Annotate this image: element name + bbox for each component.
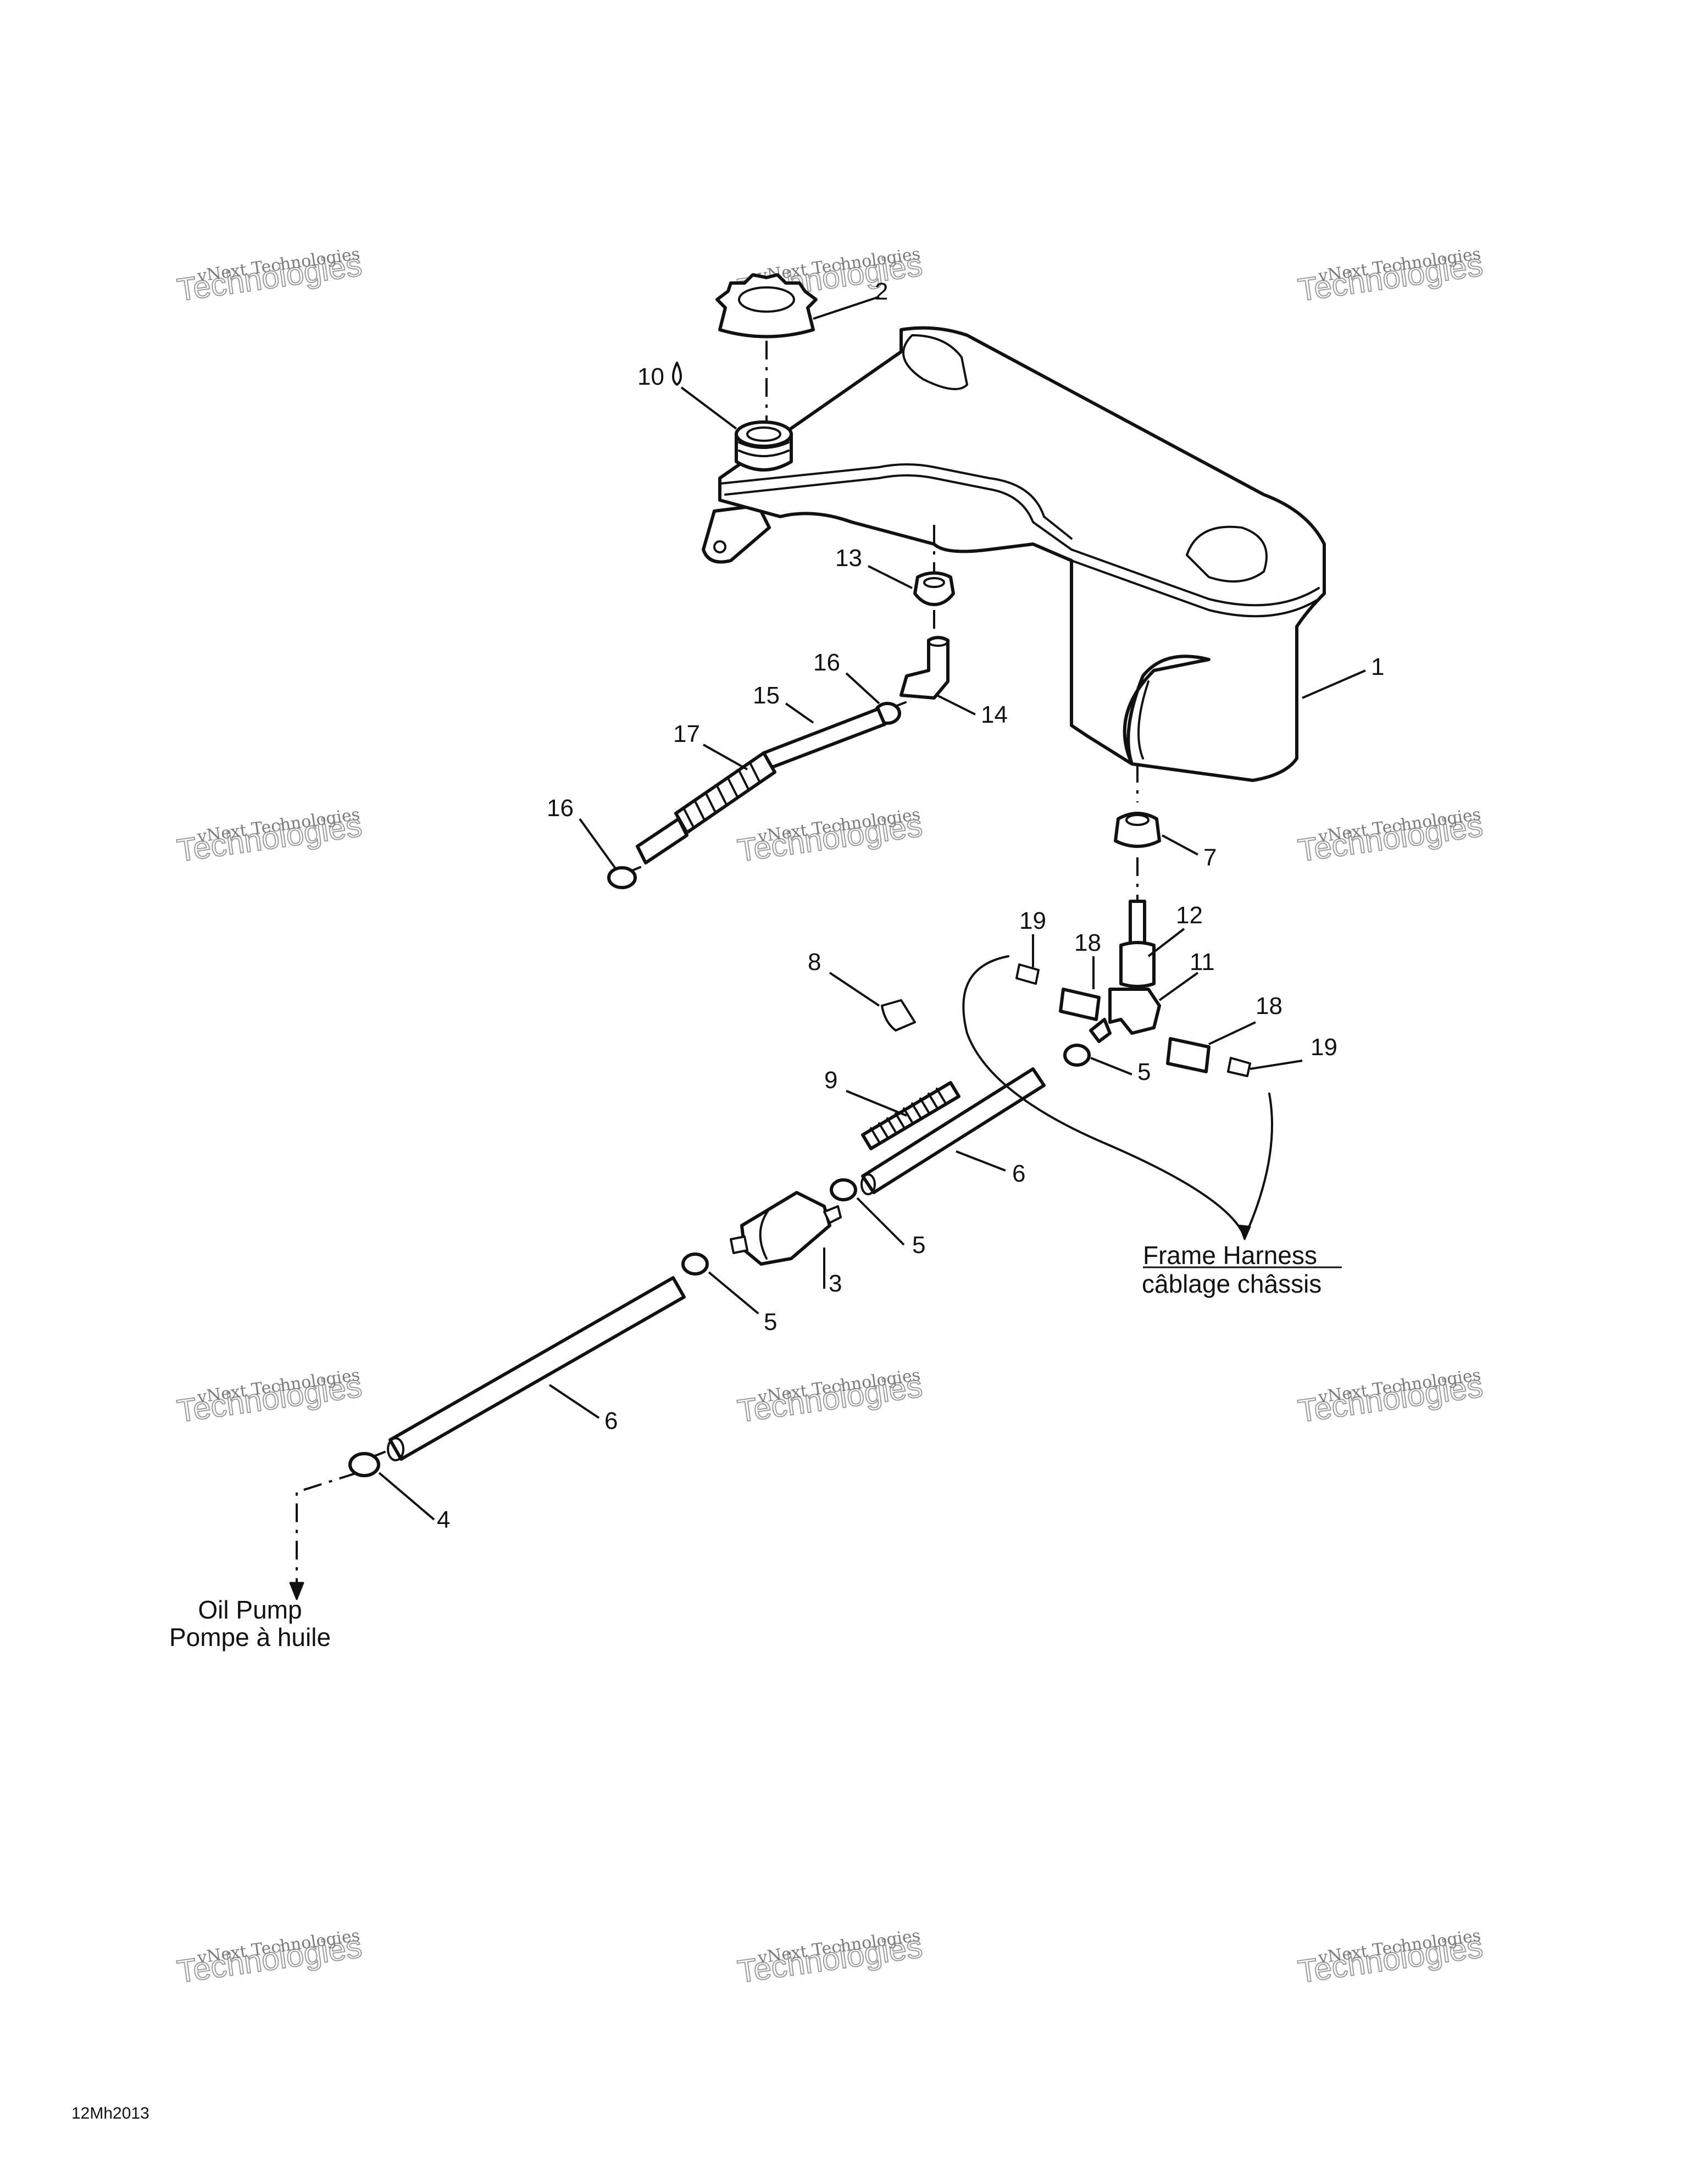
- watermark: Technologies vNext Technologies: [1295, 1926, 1485, 1990]
- watermark: Technologies vNext Technologies: [735, 805, 925, 869]
- callout-12: 12: [1176, 902, 1203, 929]
- watermark: Technologies vNext Technologies: [174, 1365, 364, 1429]
- callout-3: 3: [829, 1270, 842, 1297]
- callout-19: 19: [1311, 1034, 1337, 1061]
- grommet-bottom: [1114, 812, 1161, 907]
- svg-text:Pompe à huile: Pompe à huile: [169, 1623, 331, 1651]
- callout-15: 15: [753, 682, 780, 709]
- svg-text:Oil Pump: Oil Pump: [198, 1595, 302, 1624]
- watermark: Technologies vNext Technologies: [174, 244, 364, 308]
- callout-14: 14: [981, 701, 1008, 728]
- grommet-top: [913, 571, 955, 638]
- leader-lines: [378, 296, 1366, 1521]
- callout-16: 16: [547, 795, 574, 822]
- spring-guard: [636, 751, 776, 864]
- callout-18: 18: [1256, 993, 1282, 1019]
- callout-7: 7: [1203, 844, 1217, 871]
- callout-16: 16: [813, 649, 840, 676]
- hose-clamp: [681, 1252, 709, 1276]
- callout-9: 9: [824, 1067, 837, 1094]
- callout-2: 2: [875, 278, 888, 305]
- figure-reference-code: 12Mh2013: [71, 2104, 149, 2122]
- callout-6: 6: [1012, 1160, 1025, 1187]
- callout-5: 5: [1137, 1058, 1151, 1085]
- filler-cap: [715, 273, 818, 423]
- elbow-fitting: [899, 636, 949, 700]
- svg-text:Frame Harness: Frame Harness: [1143, 1241, 1317, 1270]
- spring: [861, 1081, 960, 1150]
- callout-11: 11: [1190, 949, 1215, 975]
- callout-5: 5: [764, 1309, 777, 1335]
- vent-hose: [762, 707, 886, 770]
- hose-clamp: [348, 1451, 386, 1477]
- svg-text:câblage châssis: câblage châssis: [1142, 1270, 1321, 1298]
- clip: [881, 999, 916, 1032]
- callout-18: 18: [1074, 929, 1101, 956]
- terminal: [1015, 963, 1040, 985]
- hose-clamp: [607, 866, 641, 889]
- oil-hose-lower: [387, 1276, 686, 1461]
- oil-pump-routing: [289, 1472, 358, 1600]
- tee-fitting: [1089, 988, 1161, 1043]
- callout-1: 1: [1371, 653, 1384, 680]
- frame-harness-routing: [962, 955, 1273, 1240]
- oil-level-sensor: [1119, 900, 1156, 988]
- watermark: Technologies vNext Technologies: [735, 1365, 925, 1429]
- callout-10: 10: [637, 363, 664, 390]
- watermark: Technologies vNext Technologies: [735, 1926, 925, 1990]
- callout-17: 17: [673, 720, 700, 747]
- oil-hose-upper: [860, 1067, 1046, 1195]
- callout-8: 8: [808, 949, 821, 975]
- hose-clamp: [1063, 1044, 1091, 1067]
- connector-housing: [1059, 988, 1101, 1021]
- callout-4: 4: [437, 1506, 450, 1533]
- watermark: Technologies vNext Technologies: [1295, 1365, 1485, 1429]
- callout-13: 13: [835, 545, 862, 572]
- oil-tank: [702, 326, 1326, 802]
- terminal: [1227, 1057, 1251, 1077]
- oil-filter: [730, 1191, 842, 1266]
- frame-harness-label: Frame Harness câblage châssis: [1142, 1241, 1342, 1298]
- callout-6: 6: [604, 1407, 618, 1434]
- droplet-icon: [672, 362, 682, 386]
- watermark: Technologies vNext Technologies: [1295, 244, 1485, 308]
- connector-housing: [1166, 1037, 1211, 1073]
- callout-numbers: 1 2 3 4 5 5 5 6 6 7 8 9 10 11 12 13 14 1…: [437, 278, 1384, 1533]
- watermark: Technologies vNext Technologies: [174, 1926, 364, 1990]
- hose-clamp: [830, 1178, 857, 1201]
- callout-5: 5: [912, 1232, 925, 1259]
- oil-pump-label: Oil Pump Pompe à huile: [169, 1595, 331, 1651]
- watermark: Technologies vNext Technologies: [174, 805, 364, 869]
- watermark: Technologies vNext Technologies: [1295, 805, 1485, 869]
- callout-19: 19: [1019, 907, 1046, 934]
